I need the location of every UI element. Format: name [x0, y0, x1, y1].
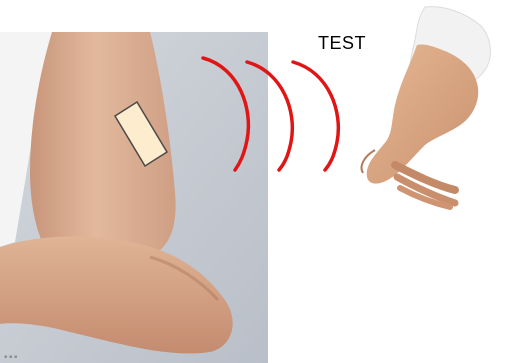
sensor-patch-icon [112, 100, 172, 170]
wave-3 [293, 62, 338, 170]
hand-palm [367, 44, 478, 183]
hand-icon [355, 5, 495, 210]
signal-waves-icon [195, 50, 355, 180]
photo-watermark: ▪ ▪ ▪ [4, 354, 17, 360]
wave-2 [247, 62, 292, 170]
wave-1 [203, 58, 248, 170]
